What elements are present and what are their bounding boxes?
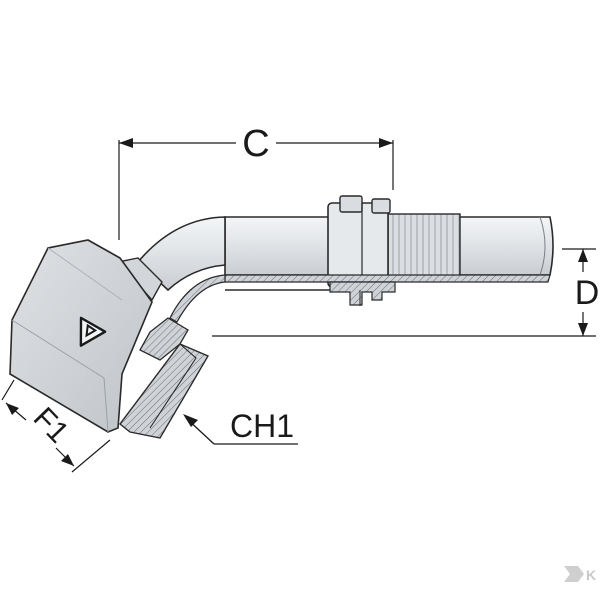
swivel-nut [9,239,153,433]
elbow [116,216,226,302]
ferrule-ring-right [371,198,391,214]
section-ferrule [329,281,396,306]
section-wall-elbow [169,274,226,323]
dim-d-arrow-bottom [578,323,588,336]
dim-f1-arrow-top [6,403,19,415]
section-wall-straight [224,274,551,283]
ch1-label: CH1 [230,408,294,444]
watermark-logo: K [564,566,596,583]
section-seat [139,317,189,361]
ferrule-ring-left [339,195,363,213]
dim-f1-extension-top [1,379,15,401]
dim-f1-arrow-bottom [61,454,74,466]
watermark-letter: K [586,567,596,583]
ch1-leader-diagonal [185,417,215,445]
dim-f1-extension-bottom [71,439,111,473]
dim-c-label: C [242,123,269,165]
callout-ch1: CH1 [183,408,298,445]
watermark-arrow-icon [564,566,584,582]
dim-d-label: D [575,274,600,312]
dim-c-arrow-right [379,138,393,148]
ch1-leader-arrow [183,414,198,427]
dimension-c: C [118,123,394,240]
tail-ribs [387,213,461,277]
brand-triangle-icon [79,316,107,347]
dim-c-arrow-left [119,138,133,148]
hose-tail [224,195,554,288]
dimension-d: D [212,248,600,337]
dim-d-arrow-top [578,249,588,262]
section-view [119,274,551,439]
section-nut [119,343,210,439]
